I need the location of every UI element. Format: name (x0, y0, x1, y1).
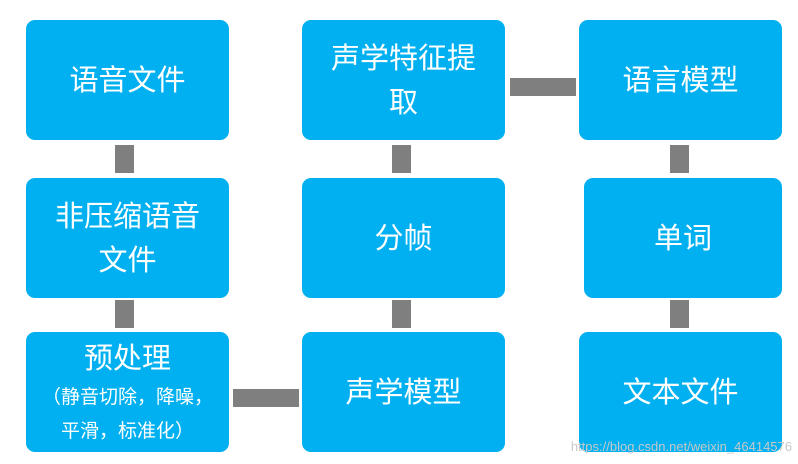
node-feature-extraction: 声学特征提 取 (302, 20, 505, 140)
node-framing-label: 分帧 (374, 221, 433, 255)
node-preprocess: 预处理 （静音切除，降噪， 平滑，标准化） (26, 332, 229, 452)
connector-preprocess-to-acoustic-model (233, 389, 299, 407)
connector-words-to-text-file (670, 300, 689, 328)
node-language-model: 语言模型 (579, 20, 782, 140)
node-preprocess-detail-line2: 平滑，标准化） (60, 420, 194, 442)
connector-language-model-to-words (670, 145, 689, 173)
node-text-file: 文本文件 (579, 332, 782, 452)
node-audio-file: 语音文件 (26, 20, 229, 140)
node-language-model-label: 语言模型 (622, 63, 739, 97)
node-acoustic-model-label: 声学模型 (345, 375, 462, 409)
connector-framing-to-feature-extraction (392, 145, 411, 173)
node-preprocess-title: 预处理 (83, 341, 171, 375)
connector-acoustic-model-to-framing (392, 300, 411, 328)
connector-uncompressed-to-preprocess (115, 300, 134, 328)
connector-feature-extraction-to-language-model (510, 78, 576, 96)
connector-audio-to-uncompressed (115, 145, 134, 173)
node-framing: 分帧 (302, 178, 505, 298)
node-acoustic-model: 声学模型 (302, 332, 505, 452)
node-words-label: 单词 (653, 221, 712, 255)
node-audio-file-label: 语音文件 (69, 63, 186, 97)
node-uncompressed-audio-line2: 文件 (98, 243, 157, 277)
node-words: 单词 (584, 178, 782, 298)
watermark-text: https://blog.csdn.net/weixin_46414576 (570, 439, 792, 454)
node-uncompressed-audio-line1: 非压缩语音 (54, 199, 200, 233)
node-text-file-label: 文本文件 (622, 375, 739, 409)
node-preprocess-detail-line1: （静音切除，降噪， (41, 386, 213, 408)
node-feature-extraction-line1: 声学特征提 (330, 41, 476, 75)
node-uncompressed-audio: 非压缩语音 文件 (26, 178, 229, 298)
node-feature-extraction-line2: 取 (388, 85, 418, 119)
